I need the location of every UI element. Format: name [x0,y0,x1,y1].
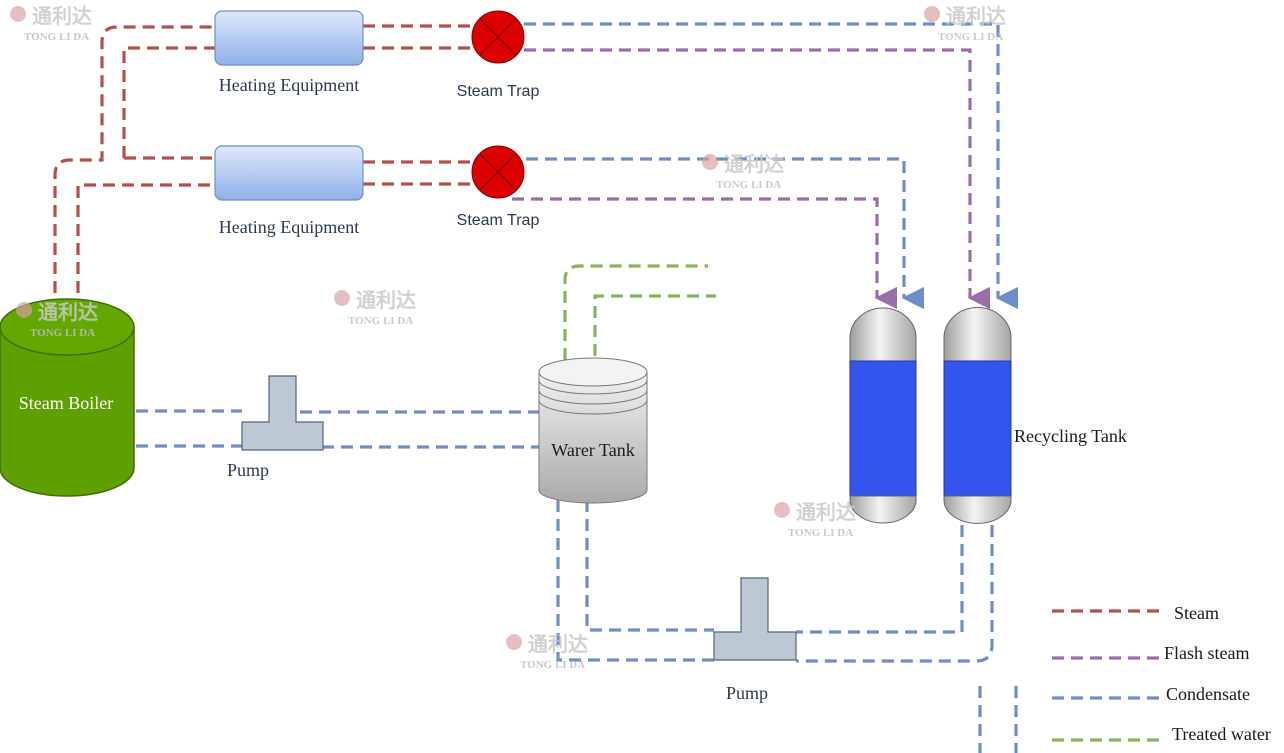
condensate-recycle-pump-b [796,525,994,663]
legend-item-flash-steam: Flash steam [1052,643,1250,663]
heating-equipment-1-label: Heating Equipment [219,75,359,95]
legend-label-treated-water: Treated water [1172,724,1271,744]
watermark-logo: 通利达 TONG LI DA [924,4,1006,43]
steam-trap-1-label: Steam Trap [457,83,540,100]
steam-boiler-label: Steam Boiler [19,393,113,413]
flash-steam-pipe-2 [512,197,898,310]
steam-pipe-upper-inner [122,46,215,158]
watermark-logo: 通利达 TONG LI DA [774,500,856,539]
svg-text:通利达: 通利达 [796,500,856,524]
watermark-logo: 通利达 TONG LI DA [702,152,784,191]
svg-text:TONG LI DA: TONG LI DA [788,527,853,539]
svg-text:TONG LI DA: TONG LI DA [30,327,95,339]
svg-text:TONG LI DA: TONG LI DA [938,31,1003,43]
svg-text:通利达: 通利达 [38,300,98,324]
condensate-pipe-2 [526,157,925,310]
condensate-tank-pump-a [556,500,714,662]
legend-label-condensate: Condensate [1166,684,1250,704]
legend: Steam Flash steam Condensate Treated wat… [1052,603,1271,744]
watermark-logo: 通利达 TONG LI DA [334,288,416,327]
svg-text:TONG LI DA: TONG LI DA [24,31,89,43]
steam-pipes [53,24,474,312]
condensate-pipe-1 [524,22,1019,310]
recycling-tank-label: Recycling Tank [1014,426,1127,446]
legend-label-steam: Steam [1174,603,1219,623]
heating-equipment-2-label: Heating Equipment [219,217,359,237]
svg-text:TONG LI DA: TONG LI DA [716,179,781,191]
legend-label-flash-steam: Flash steam [1164,643,1250,663]
svg-text:通利达: 通利达 [528,632,588,656]
steam-pipe-lower-inner [76,183,215,312]
steam-boiler: Steam Boiler [0,298,135,497]
condensate-pipes [136,22,1019,753]
svg-text:通利达: 通利达 [356,288,416,312]
water-tank: Warer Tank [538,357,648,504]
condensate-tank-pump-b [585,500,714,632]
legend-item-treated-water: Treated water [1052,724,1271,744]
heating-equipment-1: Heating Equipment [214,10,364,95]
pump-2-label: Pump [726,683,768,703]
treated-water-pipe-a [563,264,708,360]
recycling-tank-2 [943,307,1012,524]
pump-2: Pump [713,577,797,703]
svg-text:通利达: 通利达 [946,4,1006,28]
flash-steam-pipe-1 [524,48,991,310]
steam-trap-1: Steam Trap [457,10,540,100]
water-tank-label: Warer Tank [551,440,634,460]
steam-pipe-upper-outer [53,25,215,312]
pump-1-label: Pump [227,460,269,480]
condensate-recycle-pump-a [796,525,964,634]
legend-item-steam: Steam [1052,603,1219,623]
steam-trap-2: Steam Trap [457,145,540,229]
pump-1: Pump [227,375,324,480]
svg-text:通利达: 通利达 [32,4,92,28]
treated-water-pipe-b [593,294,716,356]
svg-text:TONG LI DA: TONG LI DA [520,659,585,671]
recycling-tank-1 [849,307,917,524]
treated-water-pipes [563,264,716,360]
flash-steam-pipes [512,48,991,310]
heating-equipment-2: Heating Equipment [214,145,364,237]
watermarks: 通利达 TONG LI DA 通利达 TONG LI DA 通利达 TONG L… [10,4,1006,671]
watermark-logo: 通利达 TONG LI DA [10,4,92,43]
svg-text:通利达: 通利达 [724,152,784,176]
steam-trap-2-label: Steam Trap [457,212,540,229]
legend-item-condensate: Condensate [1052,684,1250,704]
watermark-logo: 通利达 TONG LI DA [506,632,588,671]
watermark-logo: 通利达 TONG LI DA [16,300,98,339]
svg-text:TONG LI DA: TONG LI DA [348,315,413,327]
